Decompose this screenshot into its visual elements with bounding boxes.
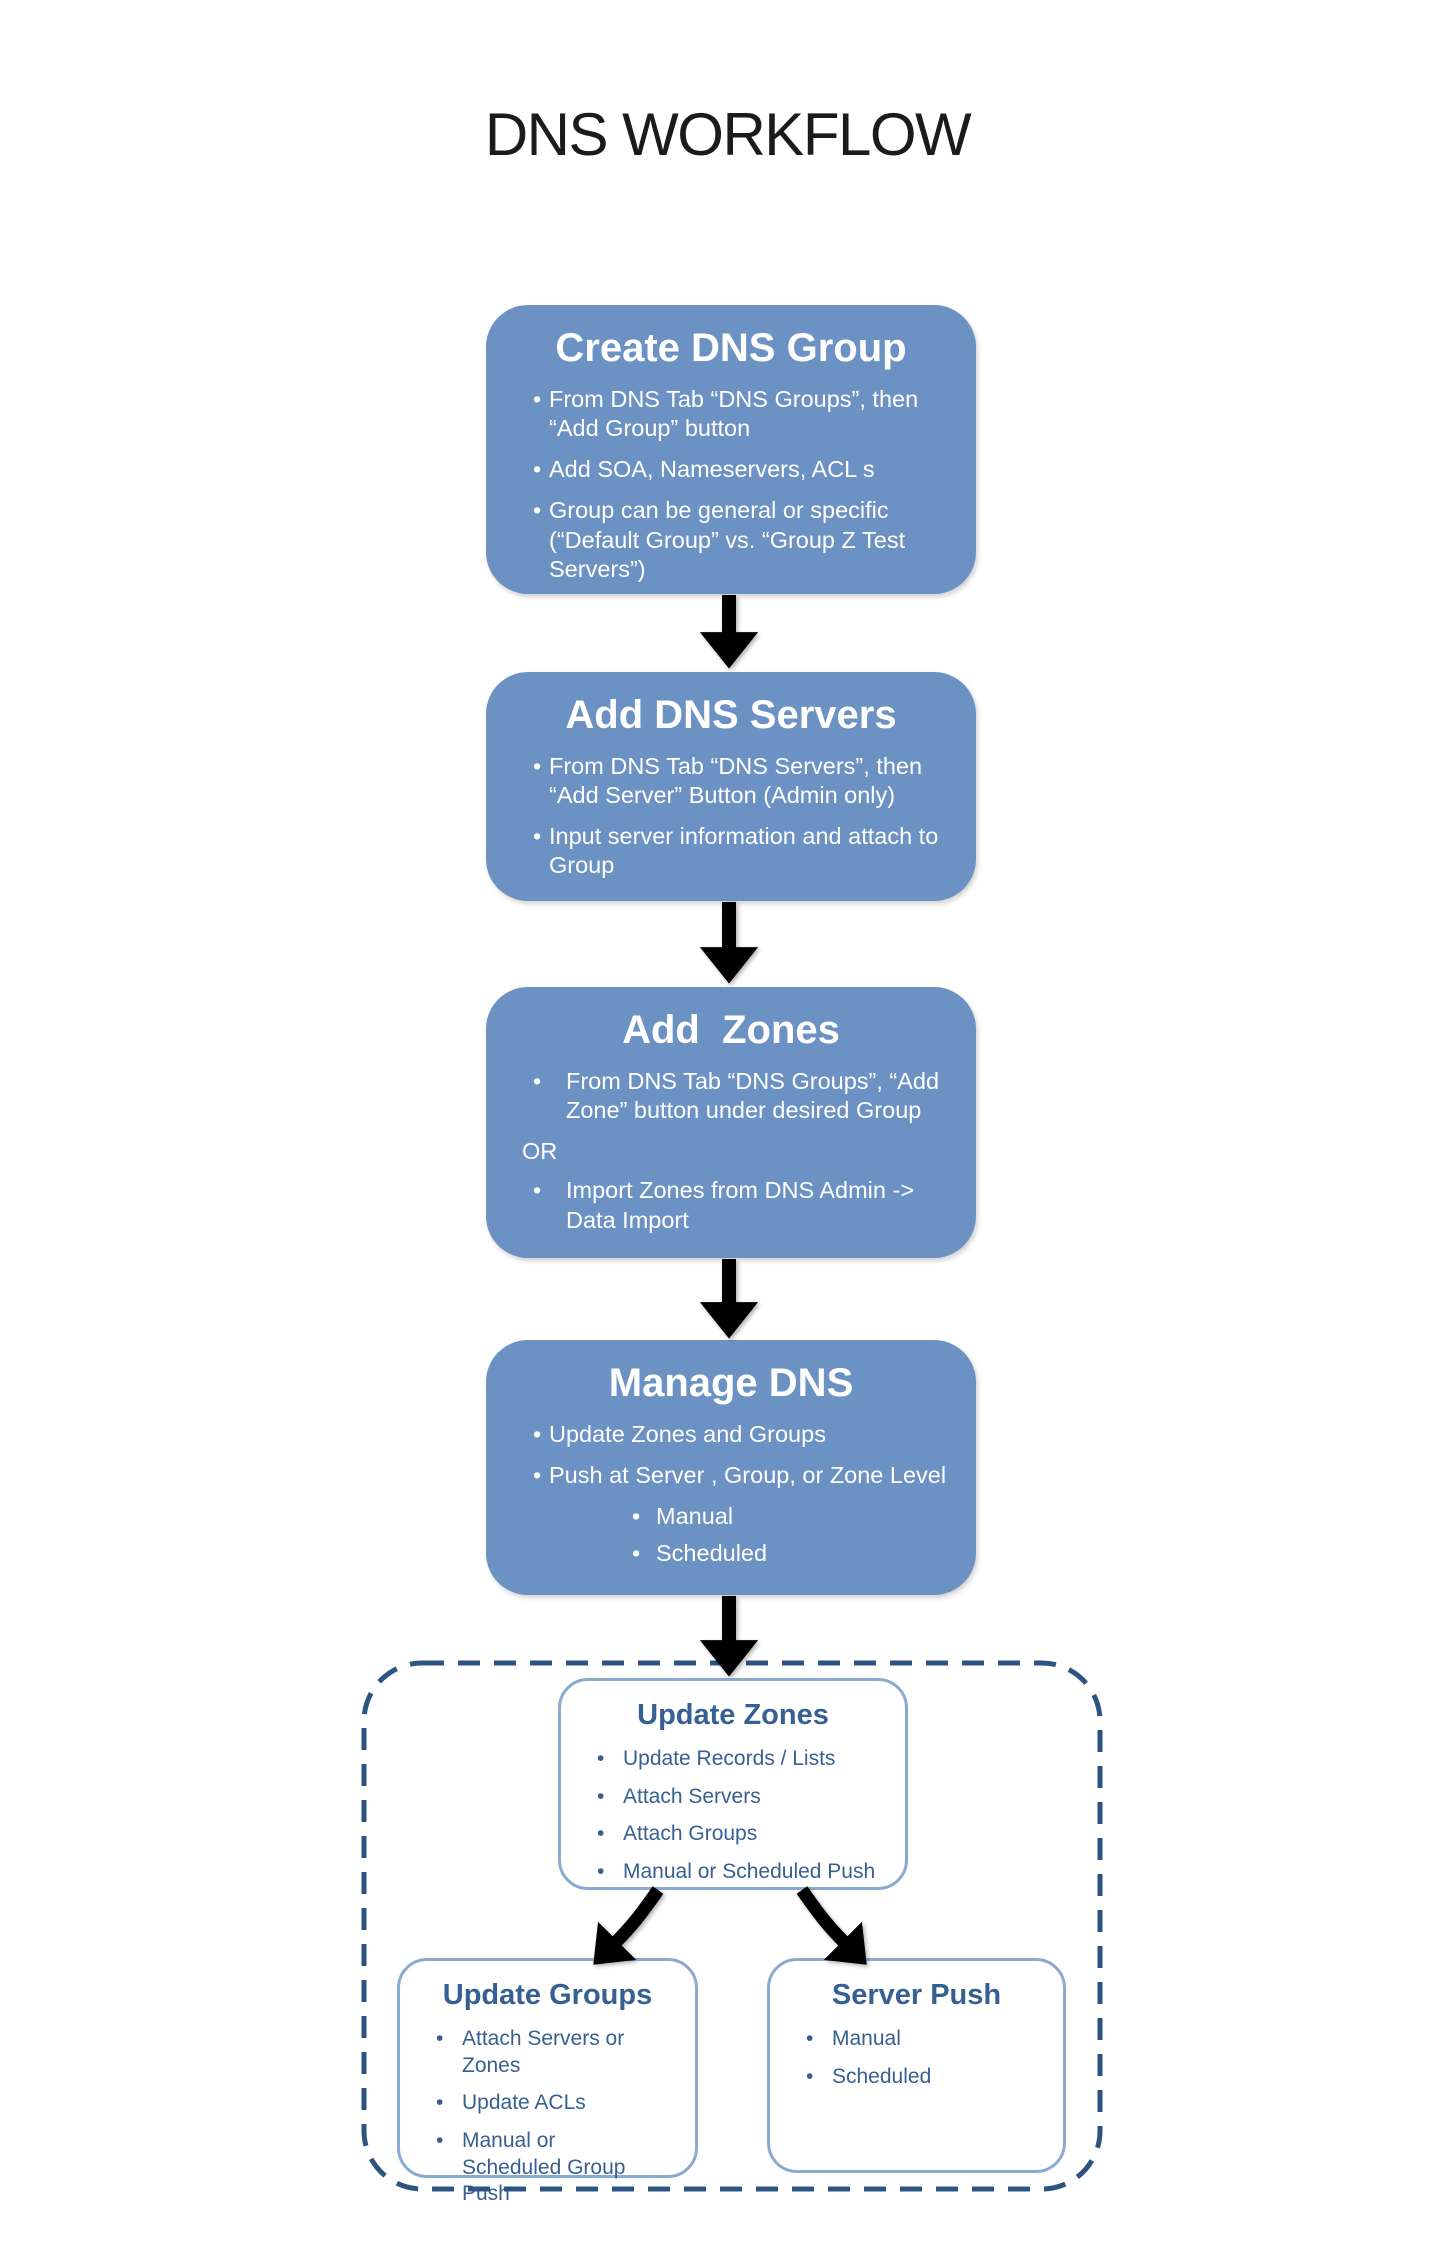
arrow-update-zones-to-update-groups bbox=[593, 1886, 664, 1965]
page-title: DNS WORKFLOW bbox=[484, 101, 972, 168]
bullet-item: Group can be general or specific (“Defau… bbox=[533, 496, 958, 583]
flow-box-create-dns-group: Create DNS Group From DNS Tab “DNS Group… bbox=[486, 305, 976, 594]
detail-box-title: Update Zones bbox=[637, 1699, 829, 1731]
flow-box-title: Manage DNS bbox=[608, 1361, 854, 1405]
sub-bullet-item: Manual bbox=[632, 1502, 976, 1531]
bullet-item: Manual or Scheduled Group Push bbox=[436, 2128, 643, 2208]
detail-box-server-push: Server Push Manual Scheduled bbox=[767, 1958, 1066, 2173]
flow-box-manage-dns: Manage DNS Update Zones and Groups Push … bbox=[486, 1340, 976, 1595]
detail-box-title: Update Groups bbox=[442, 1979, 653, 2011]
bullet-item: Attach Servers bbox=[597, 1784, 893, 1811]
bullet-list: Attach Servers or Zones Update ACLs Manu… bbox=[400, 2026, 695, 2208]
flow-box-title: Create DNS Group bbox=[555, 326, 907, 370]
bullet-item: From DNS Tab “DNS Servers”, then “Add Se… bbox=[533, 752, 958, 810]
arrow-update-zones-to-server-push bbox=[796, 1886, 867, 1965]
bullet-item: Attach Servers or Zones bbox=[436, 2026, 643, 2079]
bullet-item: Push at Server , Group, or Zone Level bbox=[533, 1461, 958, 1490]
bullet-item: Update Records / Lists bbox=[597, 1746, 893, 1773]
bullet-item: Add SOA, Nameservers, ACL s bbox=[533, 455, 958, 484]
bullet-item: Attach Groups bbox=[597, 1821, 893, 1848]
bullet-item: Import Zones from DNS Admin -> Data Impo… bbox=[533, 1176, 958, 1234]
bullet-item: Update Zones and Groups bbox=[533, 1420, 958, 1449]
detail-box-update-zones: Update Zones Update Records / Lists Atta… bbox=[558, 1678, 908, 1890]
sub-bullet-item: Scheduled bbox=[632, 1539, 976, 1568]
flow-box-add-zones: Add Zones From DNS Tab “DNS Groups”, “Ad… bbox=[486, 987, 976, 1258]
bullet-item: Update ACLs bbox=[436, 2090, 643, 2117]
bullet-list: Update Records / Lists Attach Servers At… bbox=[561, 1746, 905, 1886]
or-label: OR bbox=[522, 1138, 558, 1165]
bullet-list: From DNS Tab “DNS Groups”, “Add Zone” bu… bbox=[486, 1067, 976, 1235]
bullet-item: From DNS Tab “DNS Groups”, then “Add Gro… bbox=[533, 385, 958, 443]
bullet-list: From DNS Tab “DNS Servers”, then “Add Se… bbox=[486, 752, 976, 881]
sub-bullet-list: Manual Scheduled bbox=[486, 1502, 976, 1568]
bullet-list: From DNS Tab “DNS Groups”, then “Add Gro… bbox=[486, 385, 976, 584]
flow-box-title: Add DNS Servers bbox=[565, 693, 897, 737]
bullet-item: From DNS Tab “DNS Groups”, “Add Zone” bu… bbox=[533, 1067, 958, 1125]
bullet-item: Manual or Scheduled Push bbox=[597, 1859, 893, 1886]
bullet-item: Scheduled bbox=[806, 2064, 1051, 2091]
detail-box-title: Server Push bbox=[831, 1979, 1002, 2011]
bullet-list: Update Zones and Groups Push at Server ,… bbox=[486, 1420, 976, 1490]
bullet-item: Manual bbox=[806, 2026, 1051, 2053]
bullet-item: Input server information and attach to G… bbox=[533, 822, 958, 880]
flow-box-title: Add Zones bbox=[622, 1008, 840, 1052]
detail-box-update-groups: Update Groups Attach Servers or Zones Up… bbox=[397, 1958, 698, 2205]
flow-box-add-dns-servers: Add DNS Servers From DNS Tab “DNS Server… bbox=[486, 672, 976, 901]
bullet-list: Manual Scheduled bbox=[770, 2026, 1063, 2090]
